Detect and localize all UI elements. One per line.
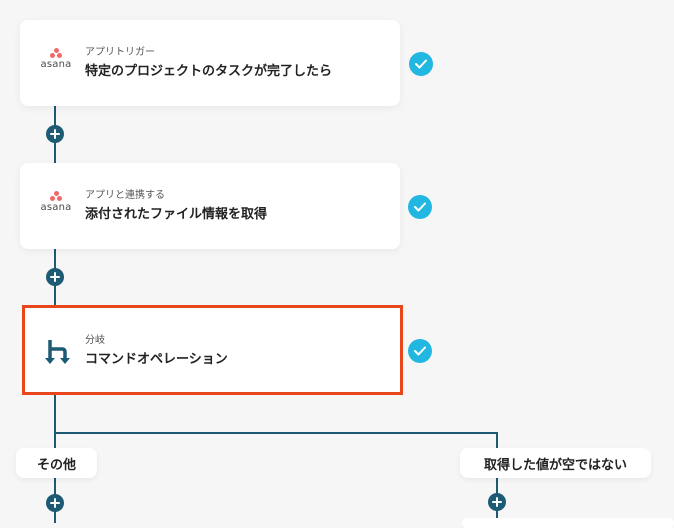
step-title: 特定のプロジェクトのタスクが完了したら	[85, 64, 333, 79]
add-step-button[interactable]	[46, 268, 64, 286]
add-step-icon	[50, 272, 60, 282]
step-title: 添付されたファイル情報を取得	[85, 207, 268, 222]
check-circle-icon	[408, 339, 432, 363]
add-step-icon	[492, 497, 502, 507]
add-step-icon	[50, 498, 60, 508]
app-logo-text: asana	[40, 202, 72, 213]
app-logo-text: asana	[40, 59, 72, 70]
step-title: コマンドオペレーション	[85, 352, 228, 367]
asana-logo-icon: asana	[39, 48, 73, 76]
next-step-card[interactable]	[462, 518, 674, 528]
branch-icon	[41, 338, 75, 366]
add-step-icon	[50, 129, 60, 139]
step-type-label: 分岐	[85, 335, 105, 346]
branch-connector-line	[54, 432, 498, 434]
step-type-label: アプリと連携する	[85, 190, 165, 201]
asana-logo-icon: asana	[39, 191, 73, 219]
branch-label-not-empty[interactable]: 取得した値が空ではない	[460, 448, 651, 478]
flow-step-get-attachment[interactable]: asana アプリと連携する 添付されたファイル情報を取得	[20, 163, 400, 249]
step-type-label: アプリトリガー	[85, 47, 155, 58]
flow-step-trigger[interactable]: asana アプリトリガー 特定のプロジェクトのタスクが完了したら	[20, 20, 400, 106]
branch-label-other[interactable]: その他	[16, 448, 97, 478]
check-circle-icon	[408, 195, 432, 219]
add-step-button[interactable]	[488, 493, 506, 511]
add-step-button[interactable]	[46, 125, 64, 143]
add-step-button[interactable]	[46, 494, 64, 512]
flow-step-branch[interactable]: 分岐 コマンドオペレーション	[22, 305, 403, 395]
check-circle-icon	[409, 52, 433, 76]
